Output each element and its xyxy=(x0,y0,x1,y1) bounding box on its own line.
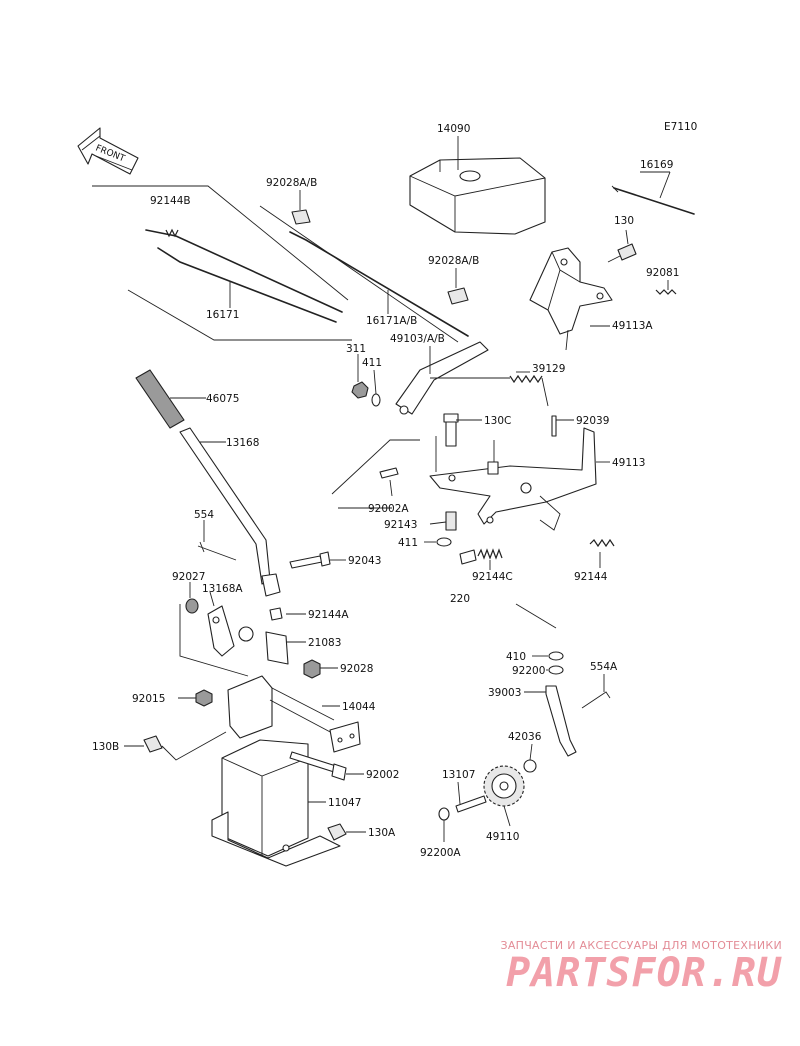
label-49103ab: 49103/A/B xyxy=(390,333,445,345)
label-92144c: 92144C xyxy=(472,571,513,583)
label-14044: 14044 xyxy=(342,701,376,713)
label-92028: 92028 xyxy=(340,663,373,675)
pin-554a xyxy=(581,674,611,709)
label-92144a: 92144A xyxy=(308,609,349,621)
label-311: 311 xyxy=(346,343,366,355)
washer-92200 xyxy=(546,665,564,675)
label-16171ab: 16171A/B xyxy=(366,315,417,327)
nut-311 xyxy=(351,354,369,399)
bolt-130b xyxy=(124,731,227,761)
label-42036: 42036 xyxy=(508,731,542,743)
label-130a: 130A xyxy=(368,827,396,839)
cover-14090 xyxy=(409,136,546,235)
arm-13168a xyxy=(179,591,249,677)
label-554a: 554A xyxy=(590,661,618,673)
bolt-92043 xyxy=(289,551,346,569)
washer-42036 xyxy=(523,743,537,773)
label-92081: 92081 xyxy=(646,267,679,279)
bolt-130 xyxy=(607,229,637,263)
bolt-130c xyxy=(443,413,482,447)
spring-92081 xyxy=(655,280,677,295)
label-92039: 92039 xyxy=(576,415,609,427)
label-39129: 39129 xyxy=(532,363,565,375)
label-130-top: 130 xyxy=(614,215,634,227)
label-220: 220 xyxy=(450,593,470,605)
washer-411-top xyxy=(371,369,381,407)
label-92027: 92027 xyxy=(172,571,205,583)
shaft-39003 xyxy=(524,685,577,757)
label-130b: 130B xyxy=(92,741,119,753)
label-411-mid: 411 xyxy=(398,537,418,549)
label-49113a: 49113A xyxy=(612,320,653,332)
label-411-top: 411 xyxy=(362,357,382,369)
washer-410 xyxy=(532,651,564,661)
bolt-130a xyxy=(327,823,366,841)
collar-92143 xyxy=(429,511,457,531)
spring-92144 xyxy=(589,538,615,568)
clip-92028ab-1 xyxy=(291,190,311,225)
label-92002a: 92002A xyxy=(368,503,409,515)
pin-92039 xyxy=(551,415,574,437)
bracket-49113 xyxy=(429,427,610,531)
pin-13107 xyxy=(455,781,487,813)
label-49110: 49110 xyxy=(486,831,519,843)
bolt-92002a xyxy=(331,439,420,509)
label-13107: 13107 xyxy=(442,769,475,781)
label-46075: 46075 xyxy=(206,393,239,405)
bracket-49113a xyxy=(529,247,613,351)
watermark: ЗАПЧАСТИ И АКСЕССУАРЫ ДЛЯ МОТОТЕХНИКИ PA… xyxy=(500,939,782,994)
plate-14044 xyxy=(227,675,361,753)
collar-21083 xyxy=(238,607,306,665)
cables xyxy=(92,185,469,343)
clip-92028ab-2 xyxy=(447,268,469,305)
label-92002: 92002 xyxy=(366,769,399,781)
label-92144b: 92144B xyxy=(150,195,191,207)
watermark-logo: PARTSFOR.RU xyxy=(506,950,782,996)
pin-554 xyxy=(197,520,237,561)
label-92028ab-1: 92028A/B xyxy=(266,177,317,189)
label-21083: 21083 xyxy=(308,637,341,649)
label-554: 554 xyxy=(194,509,214,521)
label-92043: 92043 xyxy=(348,555,381,567)
label-11047: 11047 xyxy=(328,797,361,809)
nut-92015 xyxy=(178,689,213,707)
label-92200: 92200 xyxy=(512,665,545,677)
front-arrow-icon: FRONT xyxy=(77,127,139,175)
label-92015: 92015 xyxy=(132,693,165,705)
gear-49110 xyxy=(483,765,525,827)
spring-39129 xyxy=(430,371,549,407)
label-39003: 39003 xyxy=(488,687,521,699)
label-13168a: 13168A xyxy=(202,583,243,595)
washer-92027 xyxy=(185,582,199,614)
watermark-tagline: ЗАПЧАСТИ И АКСЕССУАРЫ ДЛЯ МОТОТЕХНИКИ xyxy=(500,939,782,952)
label-14090: 14090 xyxy=(437,123,470,135)
spring-92144c xyxy=(459,548,503,570)
label-92200a: 92200A xyxy=(420,847,461,859)
label-92143: 92143 xyxy=(384,519,417,531)
diagram-code: E7110 xyxy=(664,121,697,133)
bolt-92002 xyxy=(289,751,364,781)
lever-13168 xyxy=(179,427,281,597)
rod-16169 xyxy=(611,171,695,215)
grip-46075 xyxy=(135,369,206,429)
label-49113: 49113 xyxy=(612,457,645,469)
label-13168: 13168 xyxy=(226,437,259,449)
lever-49103 xyxy=(395,341,489,415)
label-410: 410 xyxy=(506,651,526,663)
label-92144: 92144 xyxy=(574,571,608,583)
washer-92200a xyxy=(438,807,450,842)
label-16169: 16169 xyxy=(640,159,673,171)
label-16171: 16171 xyxy=(206,309,239,321)
nut-92028 xyxy=(303,659,338,679)
washer-411-mid xyxy=(424,537,452,547)
bracket-11047 xyxy=(211,739,341,867)
label-92028ab-2: 92028A/B xyxy=(428,255,479,267)
label-130c: 130C xyxy=(484,415,511,427)
